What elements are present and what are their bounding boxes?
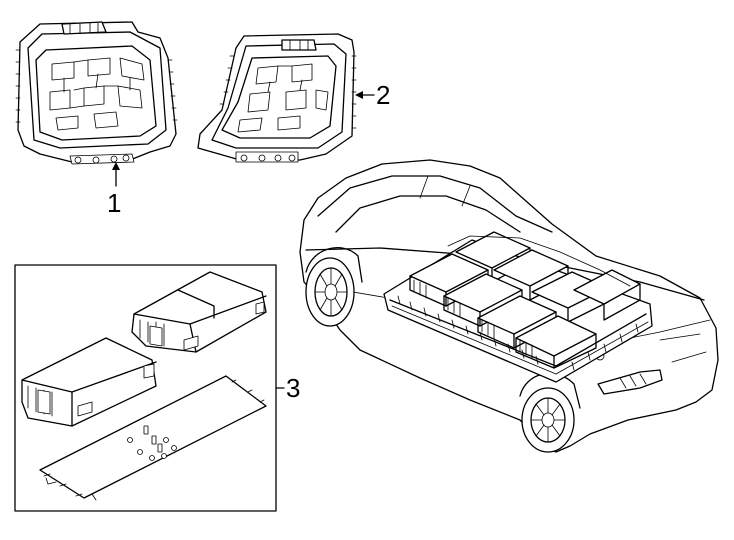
battery-module-upper[interactable] (131, 271, 267, 353)
vehicle-battery-modules (409, 231, 641, 369)
battery-module-kit-part-3[interactable] (14, 264, 277, 512)
leader-line-1 (112, 162, 120, 187)
leader-line-2 (355, 91, 375, 99)
battery-tray-part-1[interactable] (15, 21, 178, 165)
fasteners (127, 425, 177, 461)
callout-2: 2 (376, 80, 390, 110)
callout-3: 3 (286, 373, 300, 403)
battery-tray-part-2[interactable] (197, 33, 357, 163)
battery-module-lower[interactable] (21, 337, 157, 427)
callout-1: 1 (107, 188, 121, 218)
vehicle-illustration (299, 159, 719, 453)
